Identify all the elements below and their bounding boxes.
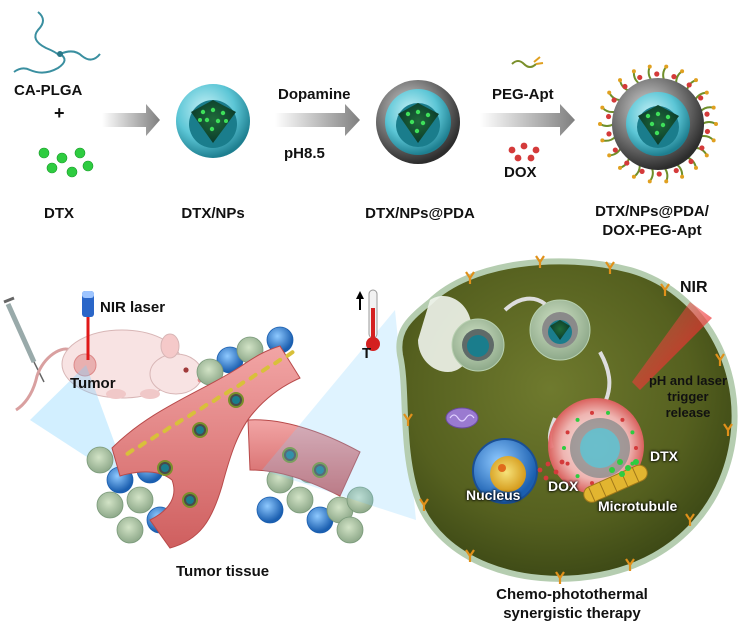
label-nir-laser: NIR laser [100,299,166,316]
label-ca-plga: CA-PLGA [14,82,83,99]
label-dox-top: DOX [504,164,537,181]
label-tumor: Tumor [70,375,116,392]
label-ph85: pH8.5 [284,145,325,162]
mouse-icon [15,329,203,412]
label-dtx-nps-pda: DTX/NPs@PDA [365,205,475,222]
peg-apt-icon [511,56,544,68]
label-release-line2: trigger [667,389,709,404]
label-tumor-tissue: Tumor tissue [176,563,270,580]
nir-laser-device-icon [82,291,94,360]
ca-plga-polymer-icon [13,11,101,74]
dtx-dots-icon [38,147,94,178]
tumor-cell-icon [396,255,738,584]
label-plus: + [54,103,65,123]
label-temperature: T [362,345,372,362]
label-release-line1: pH and laser [648,373,728,388]
label-dopamine: Dopamine [278,86,351,103]
label-microtubule: Microtubule [598,498,678,514]
label-therapy-line2: synergistic therapy [503,605,641,622]
label-dtx: DTX [44,205,74,222]
tumor-tissue-icon [86,326,374,549]
label-final-line1: DTX/NPs@PDA/ [595,203,709,220]
thermometer-icon [356,289,380,351]
arrow-step1-icon [102,104,160,136]
label-dtx-cell: DTX [650,448,678,464]
label-nir: NIR [680,279,708,296]
label-therapy-line1: Chemo-photothermal [496,586,648,603]
label-release-line3: release [665,405,711,420]
label-final-line2: DOX-PEG-Apt [602,222,702,239]
dtx-nps-particle-icon [176,84,250,158]
dox-dots-icon [508,142,540,162]
arrow-step2-icon [275,104,360,136]
label-dox-cell: DOX [548,478,579,494]
dtx-nps-pda-particle-icon [376,80,460,164]
zoom-projection-cell [262,310,416,520]
nir-beam-icon [632,302,712,390]
label-peg-apt: PEG-Apt [492,86,554,103]
dtx-nps-pda-dox-peg-apt-particle-icon [598,64,718,184]
label-nucleus: Nucleus [466,487,521,503]
label-dtx-nps: DTX/NPs [181,205,245,222]
arrow-step3-icon [480,104,575,136]
